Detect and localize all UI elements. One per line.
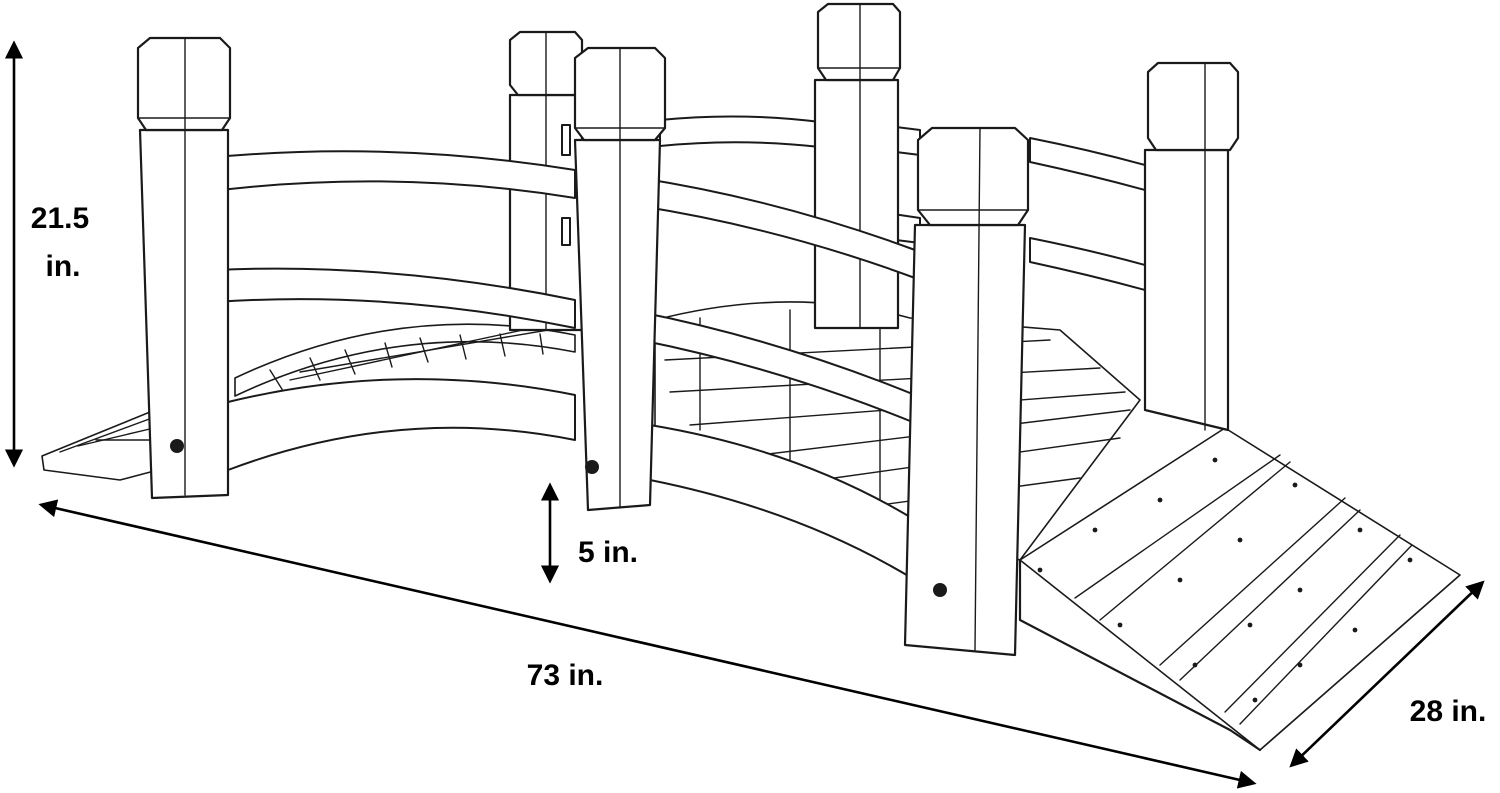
far-right-rails xyxy=(1029,137,1146,291)
left-stringer xyxy=(227,378,576,471)
height-label-value: 21.5 xyxy=(31,202,89,235)
post-near-right xyxy=(903,126,1030,657)
height-label-unit: in. xyxy=(46,250,81,283)
post-near-left xyxy=(136,36,232,500)
width-arrow xyxy=(1289,580,1485,768)
length-label: 73 in. xyxy=(527,659,604,692)
post-near-middle xyxy=(573,46,667,512)
length-arrow xyxy=(38,499,1257,789)
bridge-illustration xyxy=(41,2,1461,752)
post-back-left xyxy=(508,30,584,332)
clearance-label: 5 in. xyxy=(578,536,638,569)
post-back-right xyxy=(1143,61,1240,432)
right-ramp xyxy=(1018,427,1461,752)
left-ramp xyxy=(41,411,159,481)
dimension-arrows xyxy=(4,40,1485,789)
width-label: 28 in. xyxy=(1410,695,1487,728)
post-back-center xyxy=(813,2,902,330)
dimension-labels: 21.5 in. 5 in. 73 in. 28 in. xyxy=(31,202,1487,728)
far-deck xyxy=(234,321,576,397)
